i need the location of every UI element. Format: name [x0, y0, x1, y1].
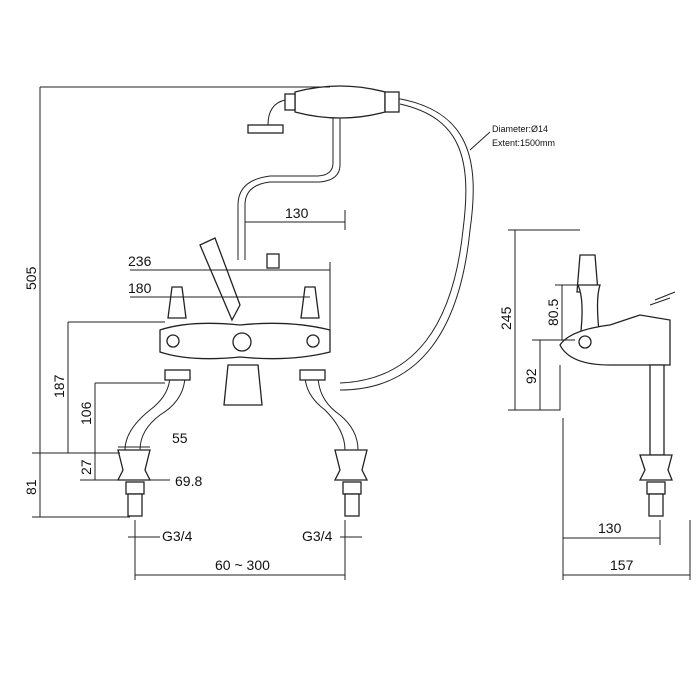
diverter-lever: [199, 237, 241, 322]
dim-flange-inner: 55: [172, 430, 188, 446]
spout: [223, 364, 263, 406]
dim-body-height: 187: [51, 374, 67, 398]
dim-handset-offset: 130: [285, 205, 309, 221]
dim-centres: 60 ~ 300: [215, 557, 270, 573]
dim-base-height: 27: [78, 459, 94, 475]
dim-leg-height: 106: [78, 401, 94, 425]
shower-handset: [294, 85, 386, 119]
dim-overall-depth: 157: [610, 557, 634, 573]
dim-width-outer: 236: [128, 253, 152, 269]
dim-thread-right: G3/4: [302, 528, 333, 544]
dim-thread-left: G3/4: [162, 528, 193, 544]
dim-width-inner: 180: [128, 280, 152, 296]
dim-flange-outer: 69.8: [175, 473, 202, 489]
side-view: [469, 131, 691, 580]
right-handle: [300, 286, 320, 319]
dim-side-height: 245: [498, 306, 514, 330]
dim-spout-reach: 130: [598, 520, 622, 536]
left-handle: [167, 286, 187, 319]
dim-overall-height: 505: [23, 266, 39, 290]
dim-lever-height: 80.5: [545, 299, 561, 326]
hose-diameter-label: Diameter:Ø14: [492, 124, 548, 134]
dim-below-deck: 81: [23, 479, 39, 495]
hose-extent-label: Extent:1500mm: [492, 138, 555, 148]
front-view: [32, 85, 474, 580]
dim-spout-height: 92: [523, 368, 539, 384]
